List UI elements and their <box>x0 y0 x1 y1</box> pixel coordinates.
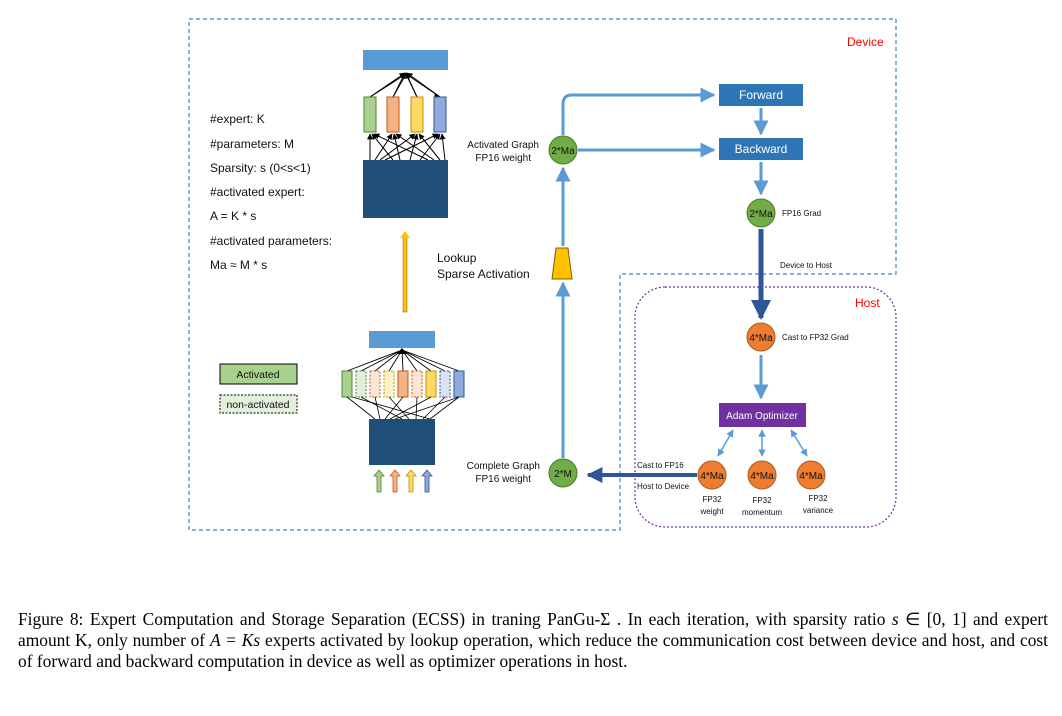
legend-activated-label: Activated <box>236 369 279 381</box>
optimizer-variance-link <box>790 429 808 457</box>
host-label: Host <box>855 296 880 310</box>
fp32-momentum-label-2: momentum <box>742 508 782 517</box>
activated-graph-node-value: 2*Ma <box>551 146 575 157</box>
fp16-grad-node-value: 2*Ma <box>749 209 773 220</box>
fp32-grad-label: Cast to FP32 Grad <box>782 333 849 342</box>
caption-math-eq: A = Ks <box>209 630 261 650</box>
lookup-trapezoid <box>551 247 573 280</box>
complete-model <box>341 331 465 493</box>
forward-label: Forward <box>739 88 783 102</box>
caption-prefix: Figure 8: Expert Computation and Storage… <box>18 609 892 629</box>
device-to-host-label: Device to Host <box>780 261 833 270</box>
fp32-weight-node-value: 4*Ma <box>700 471 724 482</box>
host-region <box>634 286 897 528</box>
stats-block: #expert: K #parameters: M Sparsity: s (0… <box>210 112 332 272</box>
fp16-grad-node <box>746 198 776 228</box>
device-label: Device <box>847 35 884 49</box>
forward-box <box>719 84 803 106</box>
legend-non-activated-label: non-activated <box>226 399 289 411</box>
adam-optimizer-label: Adam Optimizer <box>726 411 798 422</box>
complete-graph-label: Complete Graph <box>467 461 540 472</box>
complete-graph-weight-label: FP16 weight <box>475 474 531 485</box>
optimizer-weight-link <box>717 429 734 457</box>
fp32-variance-label-1: FP32 <box>808 494 828 503</box>
activated-graph-node <box>548 135 578 165</box>
expert-green <box>363 96 377 133</box>
stat-parameters: #parameters: M <box>210 137 294 151</box>
host-to-device-label: Host to Device <box>637 482 690 491</box>
fp32-grad-node-value: 4*Ma <box>749 333 773 344</box>
backward-label: Backward <box>735 142 788 156</box>
fp32-variance-label-2: variance <box>803 506 834 515</box>
complete-graph-node-value: 2*M <box>554 469 572 480</box>
legend-activated-swatch <box>219 363 298 385</box>
lookup-up-arrow <box>400 231 410 313</box>
input-arrows <box>373 469 433 493</box>
fp32-weight-label-1: FP32 <box>702 495 722 504</box>
complete-dense-block <box>369 419 435 465</box>
legend: Activated non-activated <box>219 363 298 414</box>
fp32-weight-label-2: weight <box>699 507 724 516</box>
fp32-momentum-node-value: 4*Ma <box>750 471 774 482</box>
device-region <box>188 18 897 531</box>
caption-suffix: experts activated by lookup operation, w… <box>18 630 1048 671</box>
stat-sparsity: Sparsity: s (0<s<1) <box>210 161 311 175</box>
fp32-momentum-label-1: FP32 <box>752 496 772 505</box>
expert-blue <box>433 96 447 133</box>
adam-optimizer-box <box>719 403 806 427</box>
expert-orange <box>386 96 400 133</box>
legend-non-activated-swatch <box>219 394 298 414</box>
fp16-grad-label: FP16 Grad <box>782 209 821 218</box>
activated-to-forward-arrow <box>561 87 716 135</box>
stat-experts: #expert: K <box>210 112 265 126</box>
fp32-variance-node <box>796 460 826 490</box>
lookup-label: Lookup <box>437 251 477 265</box>
figure-caption: Figure 8: Expert Computation and Storage… <box>18 609 1048 672</box>
stat-activated-parameters-formula: Ma ≈ M * s <box>210 258 267 272</box>
fp32-momentum-node <box>747 460 777 490</box>
complete-output-bar <box>369 331 435 348</box>
caption-mid: and expert amount K, only number of <box>18 609 1049 650</box>
fp32-variance-node-value: 4*Ma <box>799 471 823 482</box>
stat-activated-parameters: #activated parameters: <box>210 234 332 248</box>
expert-yellow <box>410 96 424 133</box>
stat-activated-expert: #activated expert: <box>210 185 305 199</box>
activated-model <box>363 50 448 218</box>
sparse-activation-label: Sparse Activation <box>437 267 530 281</box>
activated-output-bar <box>363 50 448 70</box>
activated-graph-label: Activated Graph <box>467 140 539 151</box>
caption-math-s: s <box>891 609 899 629</box>
fp32-grad-node <box>746 322 776 352</box>
activated-graph-weight-label: FP16 weight <box>475 153 531 164</box>
cast-to-fp16-label: Cast to FP16 <box>637 461 684 470</box>
backward-box <box>719 138 803 160</box>
complete-graph-node <box>548 458 578 488</box>
caption-interval: ∈ [0, 1] <box>898 609 967 629</box>
stat-activated-expert-formula: A = K * s <box>210 209 256 223</box>
fp32-weight-node <box>697 460 727 490</box>
activated-dense-block <box>363 160 448 218</box>
